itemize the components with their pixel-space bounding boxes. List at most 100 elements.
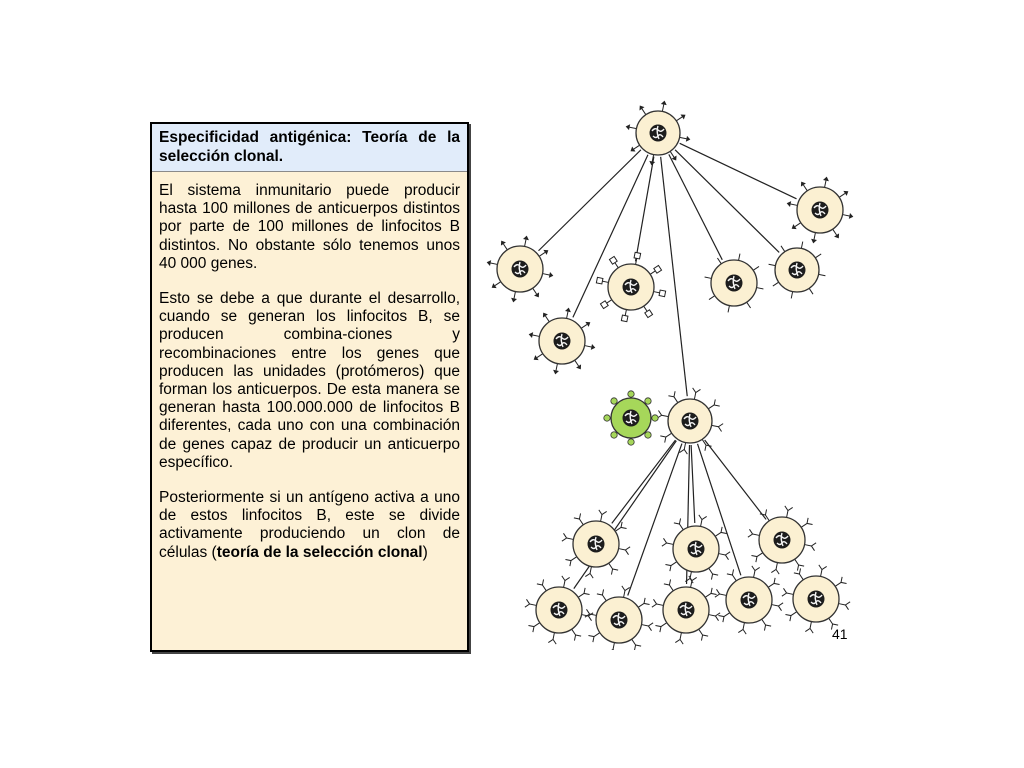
receptor-fork <box>771 568 780 575</box>
nucleus-detail <box>689 541 703 556</box>
receptor-fork <box>661 538 668 547</box>
receptor-stem <box>661 414 669 418</box>
receptor-stem <box>738 253 741 261</box>
receptor-stem <box>701 439 707 446</box>
receptor-stem <box>532 287 537 295</box>
receptor-fork <box>548 638 557 645</box>
receptor-stem <box>719 593 727 596</box>
receptor-arrowhead <box>800 181 806 187</box>
receptor-stem <box>834 582 842 587</box>
receptor-stem <box>813 232 816 240</box>
antigen-bead <box>651 414 659 422</box>
lymphocyte-clone-5 <box>584 585 654 650</box>
receptor-stem <box>683 442 687 450</box>
receptor-arrowhead <box>671 155 677 161</box>
lymphocyte-variant-tick-2 <box>768 241 826 299</box>
receptor-stem <box>579 518 584 526</box>
receptor-stem <box>761 618 766 626</box>
lymphocyte-clone-3 <box>747 505 817 575</box>
nucleus-detail <box>513 261 527 276</box>
receptor-stem <box>669 584 674 592</box>
lineage-line <box>668 154 723 261</box>
receptor-fork <box>718 614 725 623</box>
receptor-stem <box>570 556 578 561</box>
receptor-arrowhead <box>685 135 691 142</box>
receptor-stem <box>756 552 764 557</box>
receptor-fork <box>726 569 735 576</box>
receptor-stem <box>656 603 664 606</box>
receptor-arrowhead <box>528 332 534 338</box>
receptor-arrowhead <box>786 201 792 207</box>
antigen-bead <box>610 431 618 439</box>
receptor-stem <box>838 193 846 198</box>
receptor-fork <box>655 624 662 633</box>
receptor-fork <box>663 579 672 586</box>
receptor-stem <box>629 126 637 130</box>
receptor-stem <box>708 295 716 300</box>
receptor-fork <box>810 542 817 551</box>
receptor-fork <box>784 505 793 512</box>
receptor-fork <box>573 513 582 520</box>
receptor-fork <box>713 399 720 407</box>
receptor-fork <box>620 521 627 530</box>
receptor-stem <box>714 532 722 537</box>
receptor-arrowhead <box>533 355 539 361</box>
receptor-fork <box>585 572 594 579</box>
receptor-stem <box>679 632 682 640</box>
receptor-fork <box>668 391 676 398</box>
receptor-fork <box>747 529 754 538</box>
antigen-bead <box>627 438 635 446</box>
nucleus-detail <box>727 275 741 290</box>
receptor-stem <box>708 567 713 575</box>
receptor-fork <box>536 579 545 586</box>
receptor-fork <box>796 564 805 571</box>
receptor-fork <box>759 509 768 516</box>
lineage-line <box>679 142 797 200</box>
lymphocyte-progenitor <box>625 100 691 166</box>
nucleus-detail <box>552 602 566 617</box>
receptor-fork <box>673 518 682 525</box>
receptor-fork <box>763 624 772 631</box>
receptor-stem <box>566 537 574 540</box>
lymphocyte-clone-8 <box>781 564 851 634</box>
receptor-fork <box>844 601 851 610</box>
receptor-fork <box>806 517 813 526</box>
lineage-line <box>538 149 642 252</box>
receptor-stem <box>790 291 794 299</box>
receptor-fork <box>840 576 847 585</box>
antigen-bead <box>644 397 652 405</box>
receptor-fork <box>524 599 531 608</box>
receptor-fork <box>634 644 642 650</box>
lymphocyte-variant-tick-1 <box>704 253 764 313</box>
receptor-fork <box>704 444 712 451</box>
receptor-stem <box>771 604 779 607</box>
receptor-stem <box>593 632 601 637</box>
receptor-stem <box>608 562 613 570</box>
receptor-fork <box>698 514 707 521</box>
panel-heading: Especificidad antigénica: Teoría de la s… <box>152 124 467 172</box>
receptor-square <box>608 255 618 265</box>
receptor-stem <box>804 544 812 547</box>
receptor-stem <box>666 542 674 545</box>
receptor-stem <box>637 603 645 608</box>
nucleus-detail <box>742 592 756 607</box>
nucleus-detail <box>624 279 638 294</box>
cell-group <box>486 100 854 650</box>
receptor-stem <box>753 570 756 578</box>
receptor-arrowhead <box>649 160 656 166</box>
receptor-arrowhead <box>680 114 686 120</box>
receptor-stem <box>756 287 764 290</box>
receptor-fork <box>611 648 615 650</box>
receptor-fork <box>830 623 839 630</box>
antigen-bead <box>644 431 652 439</box>
receptor-fork <box>714 589 721 598</box>
receptor-stem <box>584 345 592 348</box>
receptor-stem <box>513 291 516 299</box>
lineage-line <box>704 439 767 520</box>
receptor-stem <box>651 154 655 162</box>
receptor-arrowhead <box>843 190 849 196</box>
receptor-stem <box>746 301 751 309</box>
receptor-arrowhead <box>639 105 645 111</box>
receptor-stem <box>700 519 703 527</box>
receptor-stem <box>618 548 626 551</box>
